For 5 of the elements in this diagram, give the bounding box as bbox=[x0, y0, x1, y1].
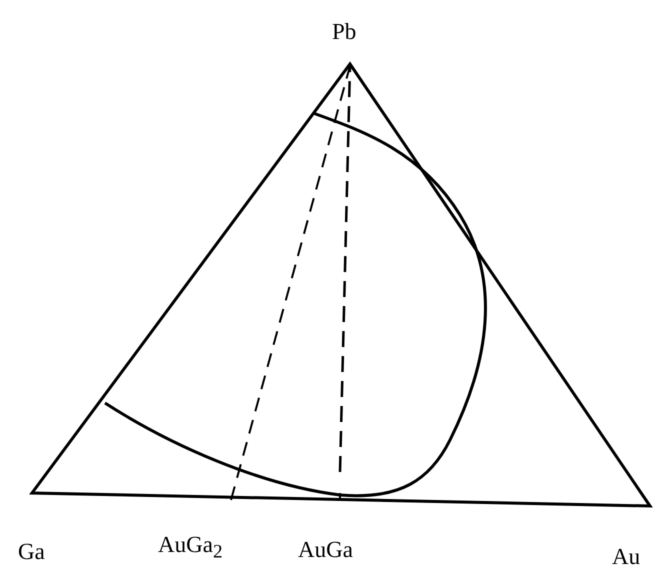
vertex-label: AuGa bbox=[298, 538, 353, 561]
vertex-label: AuGa$_{2}$ bbox=[158, 533, 223, 562]
vertex-label: Ga bbox=[18, 540, 45, 563]
vertex-label: Au bbox=[612, 545, 640, 568]
vertex-label: Pb bbox=[332, 20, 356, 43]
